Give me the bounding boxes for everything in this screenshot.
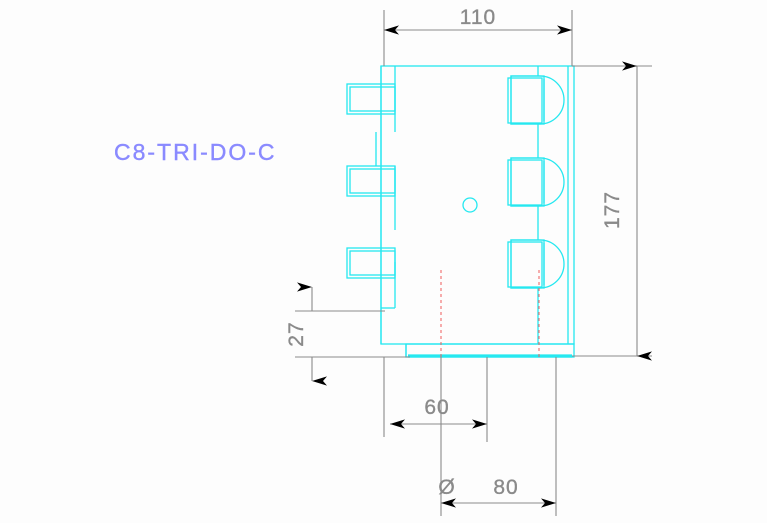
dim-text-27: 27 [285, 321, 308, 346]
part-geometry [346, 65, 575, 358]
hidden-centerlines [440, 270, 540, 358]
right-slot-3 [507, 239, 565, 289]
dim-text-80: 80 [493, 476, 518, 499]
right-slot-2 [507, 157, 565, 207]
left-tab-3 [346, 247, 396, 279]
part-label-text: C8-TRI-DO-C [114, 139, 277, 165]
dimension-lines [295, 10, 652, 516]
center-hole-circle [462, 197, 478, 213]
dim-text-110: 110 [460, 6, 496, 29]
left-tab-2 [346, 165, 396, 197]
dim-text-60: 60 [424, 396, 449, 419]
right-slot-1 [507, 75, 565, 125]
dim-text-diameter-symbol: Ø [438, 476, 455, 499]
left-tab-1 [346, 83, 396, 115]
dim-text-177: 177 [601, 191, 624, 229]
